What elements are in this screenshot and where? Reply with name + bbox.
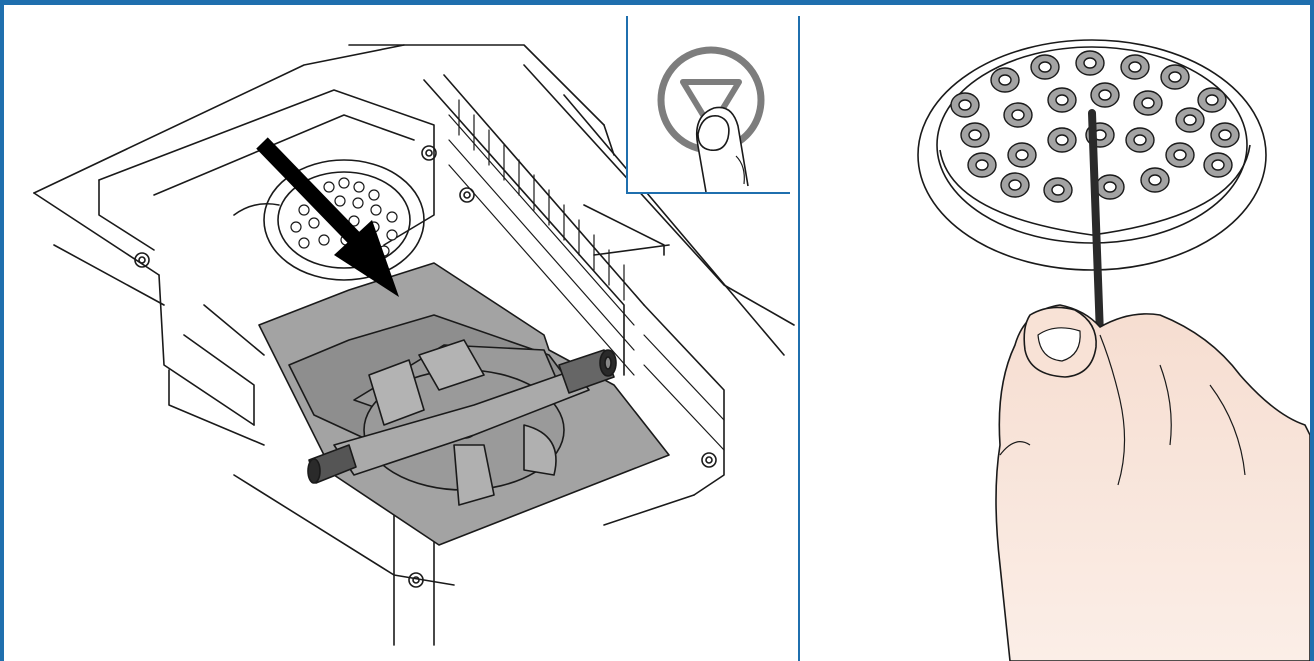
sample-tray-hand-illustration: [800, 5, 1310, 661]
inset-panel: [626, 16, 790, 194]
triangle-in-circle-button-icon: [628, 16, 790, 192]
